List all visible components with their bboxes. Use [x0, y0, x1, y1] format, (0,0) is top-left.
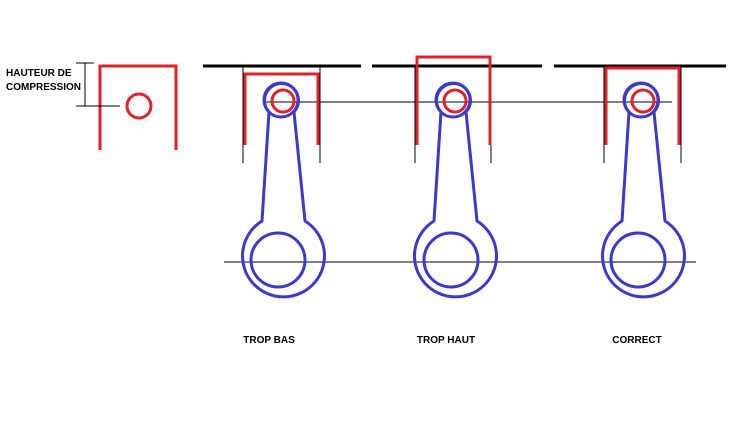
small-end-eye — [262, 81, 300, 119]
panel-trop-haut — [413, 55, 498, 299]
small-end-eye — [434, 81, 472, 119]
piston-outline — [415, 55, 492, 145]
caption-correct: CORRECT — [612, 335, 662, 346]
compression-height-label: HAUTEUR DE COMPRESSION — [6, 67, 81, 95]
big-end-bore — [609, 231, 667, 289]
panel-trop-bas — [241, 72, 326, 299]
compression-height-label-line2: COMPRESSION — [6, 82, 82, 93]
caption-trop-bas: TROP BAS — [243, 335, 295, 346]
piston-pin — [630, 88, 656, 114]
reference-piston — [76, 62, 178, 150]
piston-pin — [270, 88, 296, 114]
small-end-eye — [622, 81, 660, 119]
reference-piston-outline — [98, 64, 178, 150]
panel-correct — [601, 66, 686, 299]
reference-piston-pin — [125, 92, 153, 120]
big-end-bore — [249, 231, 307, 289]
piston-outline — [604, 66, 681, 145]
piston-pin — [442, 88, 468, 114]
piston-outline — [243, 72, 320, 145]
caption-trop-haut: TROP HAUT — [416, 335, 476, 346]
compression-height-label-line1: HAUTEUR DE — [6, 68, 72, 79]
big-end-bore — [422, 231, 480, 289]
